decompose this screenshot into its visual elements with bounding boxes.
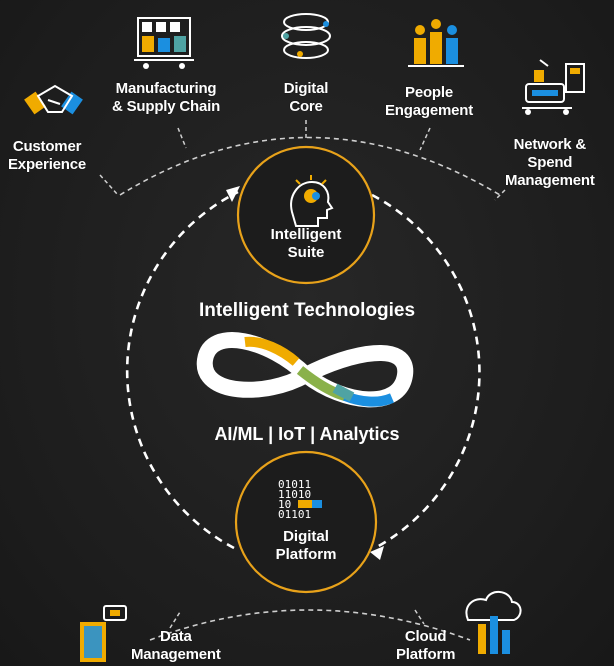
connector-data (169, 611, 181, 629)
people-line1: People (405, 84, 453, 101)
inner-cycle-left (125, 190, 239, 550)
label-manufacturing: Manufacturing & Supply Chain (112, 80, 220, 116)
people-line2: Engagement (385, 102, 474, 119)
label-customer-experience: Customer Experience (8, 138, 86, 174)
network-line1: Network & (513, 136, 587, 153)
binary-row: 01011 (278, 478, 312, 491)
data-line2: Management (131, 646, 221, 663)
connector-manufacturing (177, 127, 187, 149)
platform-line1: Digital (283, 528, 329, 545)
connector-network (494, 189, 506, 201)
label-digital-core: Digital Core (272, 80, 340, 116)
cloud-icon (465, 591, 522, 654)
center-subtitle: AI/ML | IoT | Analytics (214, 424, 400, 444)
network-spend-icon (522, 59, 585, 115)
center-title: Intelligent Technologies (198, 300, 416, 321)
connector-customer (99, 174, 119, 196)
cloud-line1: Cloud (404, 628, 447, 645)
binary-code-icon: 01011 11010 10 01101 (278, 478, 328, 521)
suite-line1: Intelligent (270, 226, 342, 243)
customer-line2: Experience (8, 156, 87, 173)
connector-people (419, 127, 431, 151)
manufacturing-line2: & Supply Chain (112, 98, 221, 115)
platform-ring (234, 450, 378, 594)
handshake-icon (24, 84, 83, 115)
infinity-icon (196, 332, 414, 408)
data-management-icon (80, 605, 127, 662)
arrowhead-bottom (370, 546, 384, 560)
binary-accent (298, 500, 312, 508)
inner-cycle-right (371, 193, 481, 550)
connector-cloud (414, 609, 425, 625)
manufacturing-line1: Manufacturing (115, 80, 217, 97)
globe-rings-icon (281, 13, 331, 59)
cloud-line2: Platform (396, 646, 456, 663)
label-people-engagement: People Engagement (385, 84, 473, 120)
label-network-spend: Network & Spend Management (505, 136, 595, 190)
arrowhead-top (226, 186, 240, 202)
network-line3: Management (505, 172, 595, 189)
people-group-icon (408, 19, 464, 67)
data-line1: Data (159, 628, 192, 645)
core-line2: Core (289, 98, 323, 115)
label-data-management: Data Management (131, 628, 221, 664)
suite-line2: Suite (287, 244, 325, 261)
label-digital-platform: Digital Platform (256, 528, 356, 564)
binary-row: 11010 (278, 488, 312, 501)
label-intelligent-suite: Intelligent Suite (256, 226, 356, 262)
customer-line1: Customer (12, 138, 82, 155)
suite-ring (236, 145, 376, 285)
core-line1: Digital (283, 80, 329, 97)
binary-row: 10 (278, 498, 292, 511)
network-line2: Spend (527, 154, 573, 171)
head-brain-icon (290, 175, 334, 227)
factory-machine-icon (134, 17, 194, 69)
label-cloud-platform: Cloud Platform (396, 628, 455, 664)
outer-arc-bottom (149, 609, 471, 641)
outer-arc-top (119, 136, 501, 196)
binary-accent-blue (312, 500, 322, 508)
platform-line2: Platform (275, 546, 337, 563)
binary-row: 01101 (278, 508, 312, 521)
